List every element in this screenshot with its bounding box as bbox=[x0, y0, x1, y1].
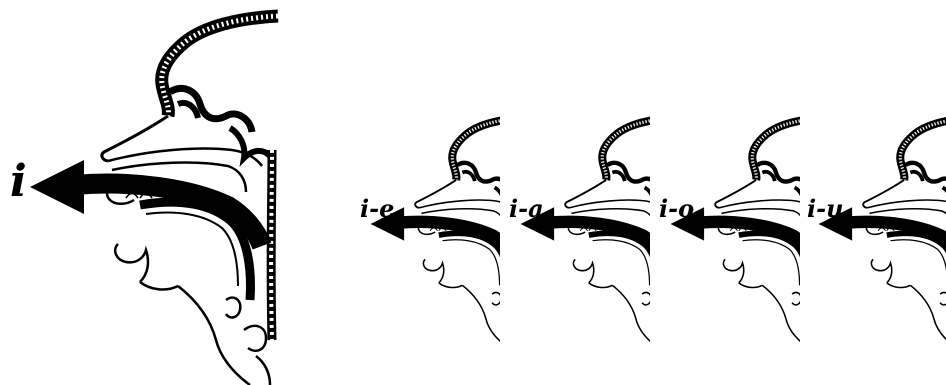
head-diagram-large bbox=[30, 16, 278, 385]
panel-label-i-u: i-u bbox=[807, 197, 844, 221]
panel-label-i-e: i-e bbox=[360, 197, 394, 221]
head-diagram-i-u bbox=[819, 118, 946, 347]
panel-label-i-o: i-o bbox=[659, 197, 694, 221]
head-diagram-i-a bbox=[521, 118, 675, 347]
head-diagram-i-e bbox=[371, 118, 525, 347]
panel-label-i: i bbox=[10, 160, 27, 204]
panel-label-i-a: i-a bbox=[509, 197, 544, 221]
head-diagram-i-o bbox=[671, 118, 825, 347]
